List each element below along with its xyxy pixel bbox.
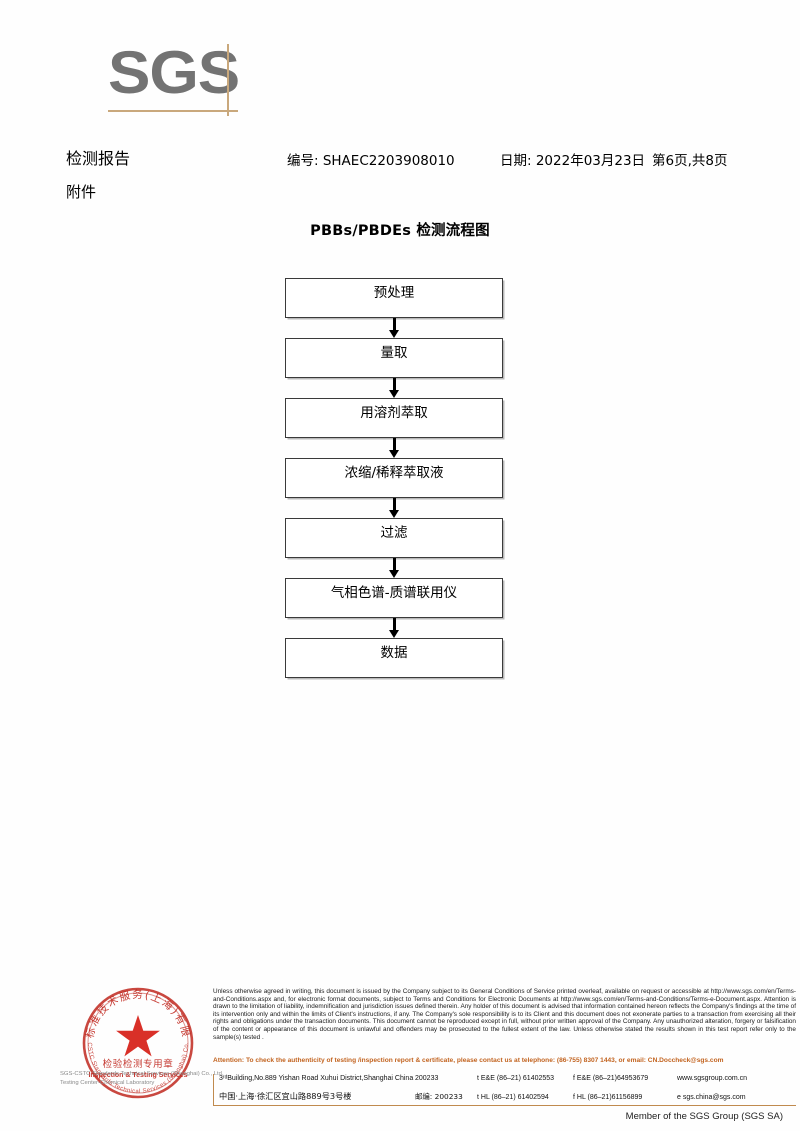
arrow-head-icon — [389, 450, 399, 458]
footer-rule — [213, 1105, 796, 1107]
flow-node-5: 过滤 — [285, 518, 503, 558]
attention-notice: Attention: To check the authenticity of … — [213, 1057, 724, 1064]
company-seal: 通标标准技术服务(上海)有限公司 SGS-CSTC Standards Tech… — [80, 985, 196, 1101]
arrow-shaft — [392, 498, 396, 512]
fax-en: f E&E (86–21)64953679 — [573, 1075, 649, 1082]
flow-node-6-label: 气相色谱-质谱联用仪 — [330, 585, 458, 601]
arrow-head-icon — [389, 390, 399, 398]
address-row-en: 3ʳᵈBuilding,No.889 Yishan Road Xuhui Dis… — [219, 1075, 799, 1090]
laboratory-name: SGS-CSTC Standards Technical Services (S… — [60, 1070, 235, 1088]
address-block: 3ʳᵈBuilding,No.889 Yishan Road Xuhui Dis… — [219, 1075, 799, 1105]
page-indicator: 第6页,共8页 — [652, 153, 728, 169]
address-row-cn: 中国·上海·徐汇区宜山路889号3号楼 邮编: 200233 t HL (86–… — [219, 1090, 799, 1105]
flow-node-5-label: 过滤 — [380, 525, 408, 541]
flow-node-7-label: 数据 — [380, 645, 408, 661]
address-en: 3ʳᵈBuilding,No.889 Yishan Road Xuhui Dis… — [219, 1075, 414, 1082]
address-left-tick — [213, 1074, 215, 1106]
fax-cn: f HL (86–21)61156899 — [573, 1094, 643, 1101]
zip-cn: 邮编: 200233 — [415, 1092, 463, 1101]
svg-text:检验检测专用章: 检验检测专用章 — [103, 1058, 174, 1070]
flow-node-1-label: 预处理 — [373, 285, 415, 301]
flow-arrow-2 — [285, 378, 503, 398]
report-date: 日期: 2022年03月23日 — [500, 153, 646, 169]
flow-arrow-5 — [285, 558, 503, 578]
flow-node-7: 数据 — [285, 638, 503, 678]
arrow-shaft — [392, 558, 396, 572]
sgs-logo: SGS — [108, 40, 288, 118]
legal-disclaimer: Unless otherwise agreed in writing, this… — [213, 988, 796, 1041]
flow-node-6: 气相色谱-质谱联用仪 — [285, 578, 503, 618]
page-footer: Unless otherwise agreed in writing, this… — [0, 975, 800, 1131]
flowchart: 预处理 量取 用溶剂萃取 浓缩/稀释萃取液 过滤 — [285, 278, 503, 678]
website: www.sgsgroup.com.cn — [677, 1075, 748, 1082]
member-note: Member of the SGS Group (SGS SA) — [625, 1111, 783, 1122]
tel-en: t E&E (86–21) 61402553 — [477, 1075, 555, 1082]
flow-arrow-1 — [285, 318, 503, 338]
flow-node-3: 用溶剂萃取 — [285, 398, 503, 438]
flow-node-4-label: 浓缩/稀释萃取液 — [344, 465, 444, 481]
arrow-shaft — [392, 438, 396, 452]
arrow-shaft — [392, 318, 396, 332]
flow-node-3-label: 用溶剂萃取 — [360, 405, 428, 421]
arrow-shaft — [392, 618, 396, 632]
flow-node-4: 浓缩/稀释萃取液 — [285, 458, 503, 498]
report-number: 编号: SHAEC2203908010 — [287, 153, 455, 169]
flow-arrow-6 — [285, 618, 503, 638]
flow-node-1: 预处理 — [285, 278, 503, 318]
company-line-2: Testing Center-Chemical Laboratory — [60, 1080, 155, 1086]
email: e sgs.china@sgs.com — [677, 1094, 746, 1101]
arrow-head-icon — [389, 510, 399, 518]
flow-node-2-label: 量取 — [380, 345, 408, 361]
arrow-head-icon — [389, 570, 399, 578]
arrow-head-icon — [389, 630, 399, 638]
page-subtitle: 附件 — [66, 183, 97, 201]
flow-node-2: 量取 — [285, 338, 503, 378]
arrow-shaft — [392, 378, 396, 392]
zip-en: 200233 — [415, 1075, 439, 1082]
arrow-head-icon — [389, 330, 399, 338]
address-cn: 中国·上海·徐汇区宜山路889号3号楼 — [219, 1091, 352, 1101]
seal-graphic: 通标标准技术服务(上海)有限公司 SGS-CSTC Standards Tech… — [80, 985, 194, 1099]
flow-arrow-3 — [285, 438, 503, 458]
logo-horizontal-rule — [108, 110, 238, 112]
logo-vertical-rule — [227, 44, 229, 116]
flow-arrow-4 — [285, 498, 503, 518]
svg-text:Inspection & Testing Services: Inspection & Testing Services — [88, 1072, 187, 1079]
sgs-logo-text: SGS — [108, 39, 240, 106]
tel-cn: t HL (86–21) 61402594 — [477, 1094, 549, 1101]
page-title: 检测报告 — [66, 149, 131, 168]
flowchart-title: PBBs/PBDEs 检测流程图 — [310, 223, 490, 239]
company-line-1: SGS-CSTC Standards Technical Services (S… — [60, 1071, 224, 1077]
